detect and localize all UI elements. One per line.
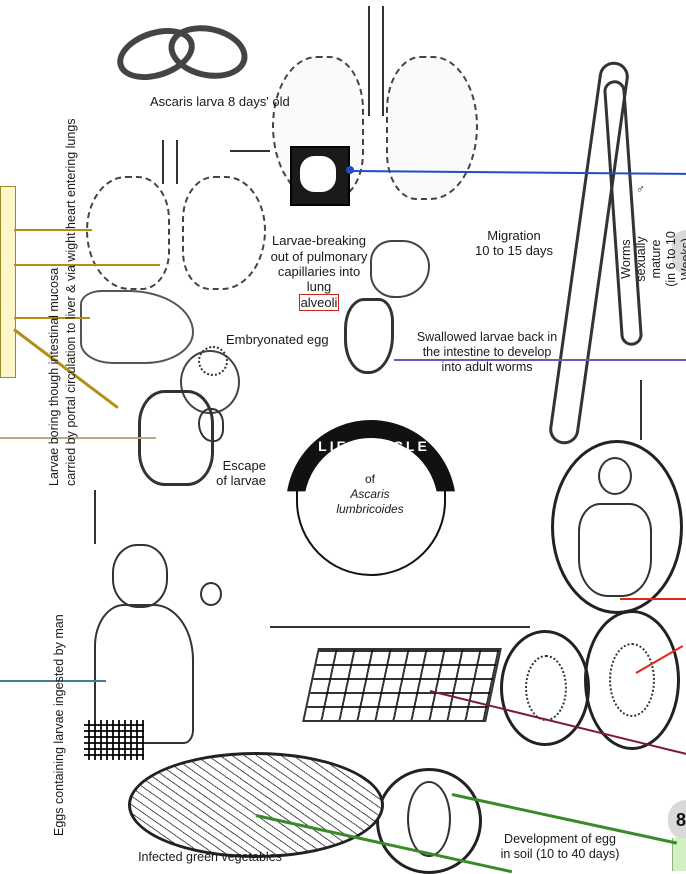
label-infected-vegetables: Infected green vegetables — [120, 850, 300, 865]
human-intestine-oval — [551, 440, 683, 614]
lungs-drawing-left — [86, 140, 276, 290]
label-escape-larvae: Escape of larvae — [210, 458, 266, 489]
pointer-line-gold-2 — [14, 264, 160, 266]
label-embryonated-egg: Embryonated egg — [226, 332, 329, 347]
egg-small-icon — [200, 582, 222, 606]
label-worms-mature: Worms sexually mature (in 6 to 10 Weeks) — [604, 218, 686, 300]
callout-box — [0, 186, 16, 378]
title-species-name: lumbricoides — [316, 502, 424, 516]
label-male-symbol: ♂ — [636, 182, 645, 196]
pointer-line-tan — [0, 437, 156, 439]
embryonated-egg-icon — [198, 346, 228, 376]
label-swallowed-larvae: Swallowed larvae back in the intestine t… — [398, 330, 576, 374]
alveoli-inset — [290, 146, 350, 206]
man-eating-drawing — [74, 544, 214, 764]
label-worms-mature-text: Worms sexually mature (in 6 to 10 Weeks) — [619, 231, 686, 287]
escape-larva-icon — [198, 408, 224, 442]
egg-oval-left — [500, 630, 590, 746]
slide-tab-bottom: 8 — [668, 800, 686, 840]
larva-coil-drawing — [108, 16, 248, 86]
field-landscape-drawing — [270, 610, 530, 720]
label-migration: Migration 10 to 15 days — [462, 228, 566, 259]
cycle-arrow-right — [640, 380, 642, 440]
label-alveoli: alveoli — [299, 294, 340, 311]
developing-egg-oval — [376, 768, 482, 874]
label-larvae-breaking-text: Larvae-breaking out of pulmonary capilla… — [271, 233, 368, 294]
label-larvae-boring-1: Larvae boring though intestinal mucosa — [47, 268, 61, 486]
pointer-line-gold-1 — [14, 229, 92, 231]
label-larvae-boring-2: carried by portal circulation to liver &… — [64, 118, 78, 486]
label-development-egg: Development of egg in soil (10 to 40 day… — [490, 832, 630, 862]
label-larva-8-days: Ascaris larva 8 days' old — [150, 94, 290, 109]
pointer-line-red-1 — [620, 598, 686, 600]
label-larvae-breaking: Larvae-breaking out of pulmonary capilla… — [254, 218, 384, 310]
title-species-genus: Ascaris — [330, 487, 410, 501]
egg-oval-right — [584, 610, 680, 750]
cycle-arrow-top — [230, 150, 270, 152]
pointer-dot-blue — [346, 166, 354, 174]
title-of: of — [330, 472, 410, 486]
lungs-drawing-top — [272, 6, 472, 206]
cycle-arrow-left — [94, 490, 96, 544]
vegetables-oval — [128, 752, 384, 858]
slide-number: 8 — [676, 810, 686, 831]
title-life-cycle: LIFE CYCLE — [318, 438, 430, 455]
label-eggs-ingested: Eggs containing larvae ingested by man — [52, 614, 66, 836]
